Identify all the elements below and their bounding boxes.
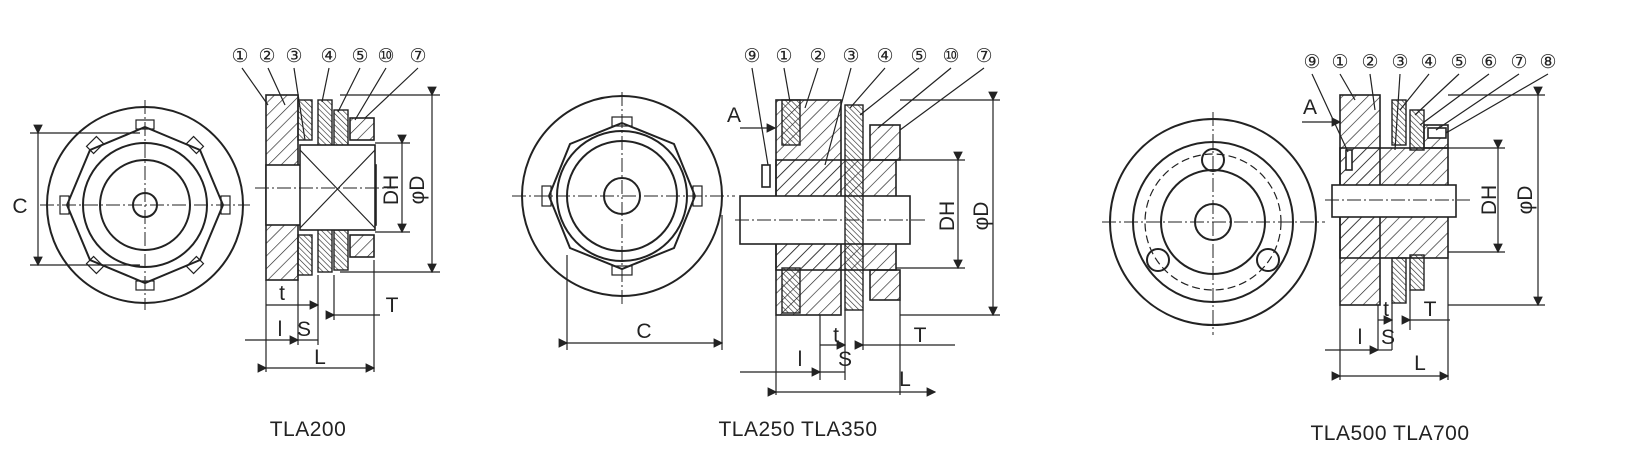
- callout-1-1: ②: [258, 46, 275, 67]
- caption-tla250-tla350: TLA250 TLA350: [718, 418, 877, 441]
- dim-s-2: S: [838, 348, 852, 371]
- dim-l-small-2: l: [798, 348, 803, 371]
- dim-dh-1: DH: [380, 175, 403, 205]
- dim-t-3: T: [1424, 298, 1437, 321]
- dim-c-1: C: [12, 195, 27, 218]
- callout-2-3: ③: [842, 46, 859, 67]
- section-view-3: A DH φD t T l S L: [1302, 86, 1545, 381]
- callout-3-7: ⑦: [1510, 52, 1527, 73]
- callout-3-6: ⑥: [1480, 52, 1497, 73]
- front-view-3: [1102, 112, 1325, 335]
- callout-2-0: ⑨: [743, 46, 760, 67]
- callout-2-2: ②: [809, 46, 826, 67]
- dim-l-2: L: [899, 368, 911, 391]
- dim-d-2: φD: [970, 202, 993, 231]
- front-view-1: C: [12, 100, 250, 310]
- dim-d-1: φD: [406, 176, 429, 205]
- callout-2-7: ⑦: [975, 46, 992, 67]
- figure-tla500-tla700: A DH φD t T l S L: [1102, 52, 1557, 445]
- callout-1-5: ⑩: [377, 46, 394, 67]
- dim-l-small-1: l: [278, 318, 283, 341]
- callout-1-6: ⑦: [409, 46, 426, 67]
- figure-tla200: C DH φD: [12, 46, 440, 441]
- callout-3-5: ⑤: [1450, 52, 1467, 73]
- callout-3-0: ⑨: [1303, 52, 1320, 73]
- callout-2-1: ①: [775, 46, 792, 67]
- callout-3-2: ②: [1361, 52, 1378, 73]
- dim-a-3: A: [1303, 96, 1317, 119]
- callout-1-4: ⑤: [351, 46, 368, 67]
- dim-d-3: φD: [1514, 186, 1537, 215]
- dim-a-2: A: [727, 104, 741, 127]
- callouts-3: ⑨ ① ② ③ ④ ⑤ ⑥ ⑦ ⑧: [1303, 52, 1557, 153]
- section-view-2: A DH φD t T l S L: [727, 91, 1000, 397]
- callout-1-0: ①: [231, 46, 248, 67]
- front-view-2: C: [512, 92, 735, 350]
- callout-1-3: ④: [320, 46, 337, 67]
- callout-3-3: ③: [1391, 52, 1408, 73]
- callout-3-1: ①: [1331, 52, 1348, 73]
- dim-s-3: S: [1381, 326, 1395, 349]
- callouts-1: ① ② ③ ④ ⑤ ⑩ ⑦: [231, 46, 427, 141]
- dim-dh-2: DH: [936, 201, 959, 231]
- callout-2-6: ⑩: [942, 46, 959, 67]
- dim-t-small-3: t: [1383, 298, 1389, 321]
- section-view-1: DH φD t T l S L: [245, 86, 440, 373]
- dim-l-small-3: l: [1358, 326, 1363, 349]
- dim-dh-3: DH: [1478, 185, 1501, 215]
- callout-3-8: ⑧: [1539, 52, 1556, 73]
- dim-t-small-1: t: [279, 282, 285, 305]
- caption-tla500-tla700: TLA500 TLA700: [1310, 422, 1469, 445]
- dim-c-2: C: [636, 320, 651, 343]
- callout-3-4: ④: [1420, 52, 1437, 73]
- callout-2-5: ⑤: [910, 46, 927, 67]
- dim-l-3: L: [1414, 352, 1426, 375]
- caption-tla200: TLA200: [270, 418, 347, 441]
- dim-s-1: S: [297, 318, 311, 341]
- callouts-2: ⑨ ① ② ③ ④ ⑤ ⑩ ⑦: [743, 46, 993, 166]
- callout-2-4: ④: [876, 46, 893, 67]
- figure-tla250-tla350: C A DH φD: [512, 46, 1000, 441]
- dim-t-small-2: t: [833, 324, 839, 347]
- callout-1-2: ③: [285, 46, 302, 67]
- dim-t-2: T: [914, 324, 927, 347]
- dim-t-1: T: [386, 294, 399, 317]
- dim-l-1: L: [314, 346, 326, 369]
